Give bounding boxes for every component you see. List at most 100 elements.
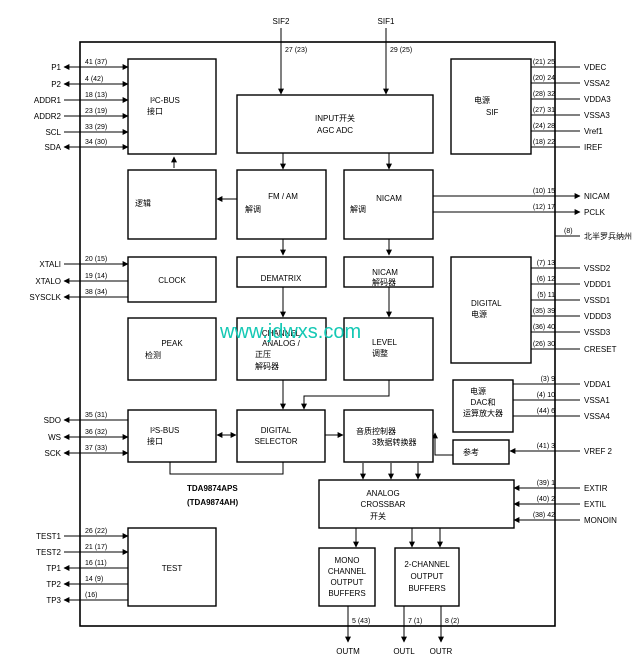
block-label: MONO (335, 556, 360, 565)
block-label: 检测 (145, 350, 161, 360)
pin-number: 26 (22) (85, 528, 107, 535)
block-dac-opamp: 电源 DAC和 运算放大器 (452, 379, 514, 433)
pin-number: (40) 2 (537, 496, 555, 503)
block-label: ANALOG / (262, 339, 301, 348)
pin-number: 41 (37) (85, 59, 107, 66)
pin-number: (18) 22 (533, 139, 555, 146)
pin-outm[interactable]: 5 (43)OUTM (336, 606, 370, 656)
pin-outl[interactable]: 7 (1)OUTL (393, 606, 422, 656)
pin-number: 4 (42) (85, 76, 103, 83)
pin-number: 38 (34) (85, 289, 107, 296)
pin-sif1[interactable]: SIF1 29 (25) (378, 17, 413, 95)
block-label: 3数据转换器 (372, 437, 416, 447)
block-label: 开关 (370, 511, 386, 521)
pin-sif2[interactable]: SIF2 27 (23) (273, 17, 308, 95)
pin-number: (41) 3 (537, 443, 555, 450)
block-label: CROSSBAR (361, 500, 406, 509)
pin-number: 27 (23) (285, 47, 307, 54)
block-label: CHANNEL (262, 329, 301, 338)
pin-sck[interactable]: SCK 37 (33) (45, 445, 129, 458)
pin-number: 20 (15) (85, 256, 107, 263)
pin-name: VSSA3 (584, 111, 610, 120)
pin-name: EXTIR (584, 484, 608, 493)
top-pins: SIF2 27 (23) SIF1 29 (25) (273, 17, 413, 95)
bottom-pins: 5 (43)OUTM 7 (1)OUTL 8 (2)OUTR (336, 606, 459, 656)
pin-name: MONOIN (584, 516, 617, 525)
pin-tp3[interactable]: TP3(16) (46, 592, 128, 605)
pin-p2[interactable]: P24 (42) (51, 76, 129, 89)
pin-name: XTALI (39, 260, 61, 269)
pin-number: (28) 32 (533, 91, 555, 98)
block-label: TEST (162, 564, 183, 573)
pin-name: NICAM (584, 192, 610, 201)
pin-name: VSSA1 (584, 396, 610, 405)
block-test: TEST (127, 527, 217, 607)
pin-name: SDO (44, 416, 61, 425)
block-label: 调整 (372, 348, 388, 358)
block-level-adjust: LEVEL 调整 (343, 317, 434, 381)
block-label: 2-CHANNEL (404, 560, 450, 569)
block-2ch-buffers: 2-CHANNEL OUTPUT BUFFERS (394, 547, 460, 607)
block-input-agc: INPUT开关 AGC ADC (236, 94, 434, 154)
pin-name: VDDA1 (584, 380, 611, 389)
block-label: 运算放大器 (463, 408, 503, 418)
pin-nc[interactable]: (8)北半罗兵纳州 (555, 228, 632, 241)
block-label: INPUT开关 (315, 113, 355, 123)
pin-name: VDDA3 (584, 95, 611, 104)
block-label: FM / AM (268, 192, 298, 201)
block-label: 解码器 (372, 277, 396, 287)
block-label: 接口 (147, 436, 163, 446)
block-label: NICAM (376, 194, 402, 203)
pin-vddd3[interactable]: (35) 39 VDDD3 (531, 308, 612, 321)
block-nicam-demod: NICAM 解调 (343, 169, 434, 240)
block-logic: 逻辑 (127, 169, 217, 240)
watermark-text: www.jdwxs.com (219, 321, 361, 343)
pin-number: 37 (33) (85, 445, 107, 452)
block-label: 电源 (470, 386, 486, 396)
block-label: AGC ADC (317, 126, 353, 135)
pin-number: 35 (31) (85, 412, 107, 419)
pin-name: ADDR2 (34, 112, 62, 121)
pin-number: (21) 25 (533, 59, 555, 66)
pin-name: SCK (45, 449, 62, 458)
pin-sdo[interactable]: SDO 35 (31) (44, 412, 128, 425)
pin-name: VDDD3 (584, 312, 612, 321)
pin-name: TEST2 (36, 548, 61, 557)
pin-number: 34 (30) (85, 139, 107, 146)
pin-p1[interactable]: P1 41 (37) (51, 59, 129, 72)
pin-name: P1 (51, 63, 61, 72)
block-nicam-decoder: NICAM 解码器 (343, 256, 434, 288)
pin-outr[interactable]: 8 (2)OUTR (430, 606, 460, 656)
pin-name: XTALO (35, 277, 61, 286)
block-peak-detect: PEAK 检测 (127, 317, 217, 381)
pin-xtali[interactable]: XTALI 20 (15) (39, 256, 129, 269)
pin-number: (35) 39 (533, 308, 555, 315)
